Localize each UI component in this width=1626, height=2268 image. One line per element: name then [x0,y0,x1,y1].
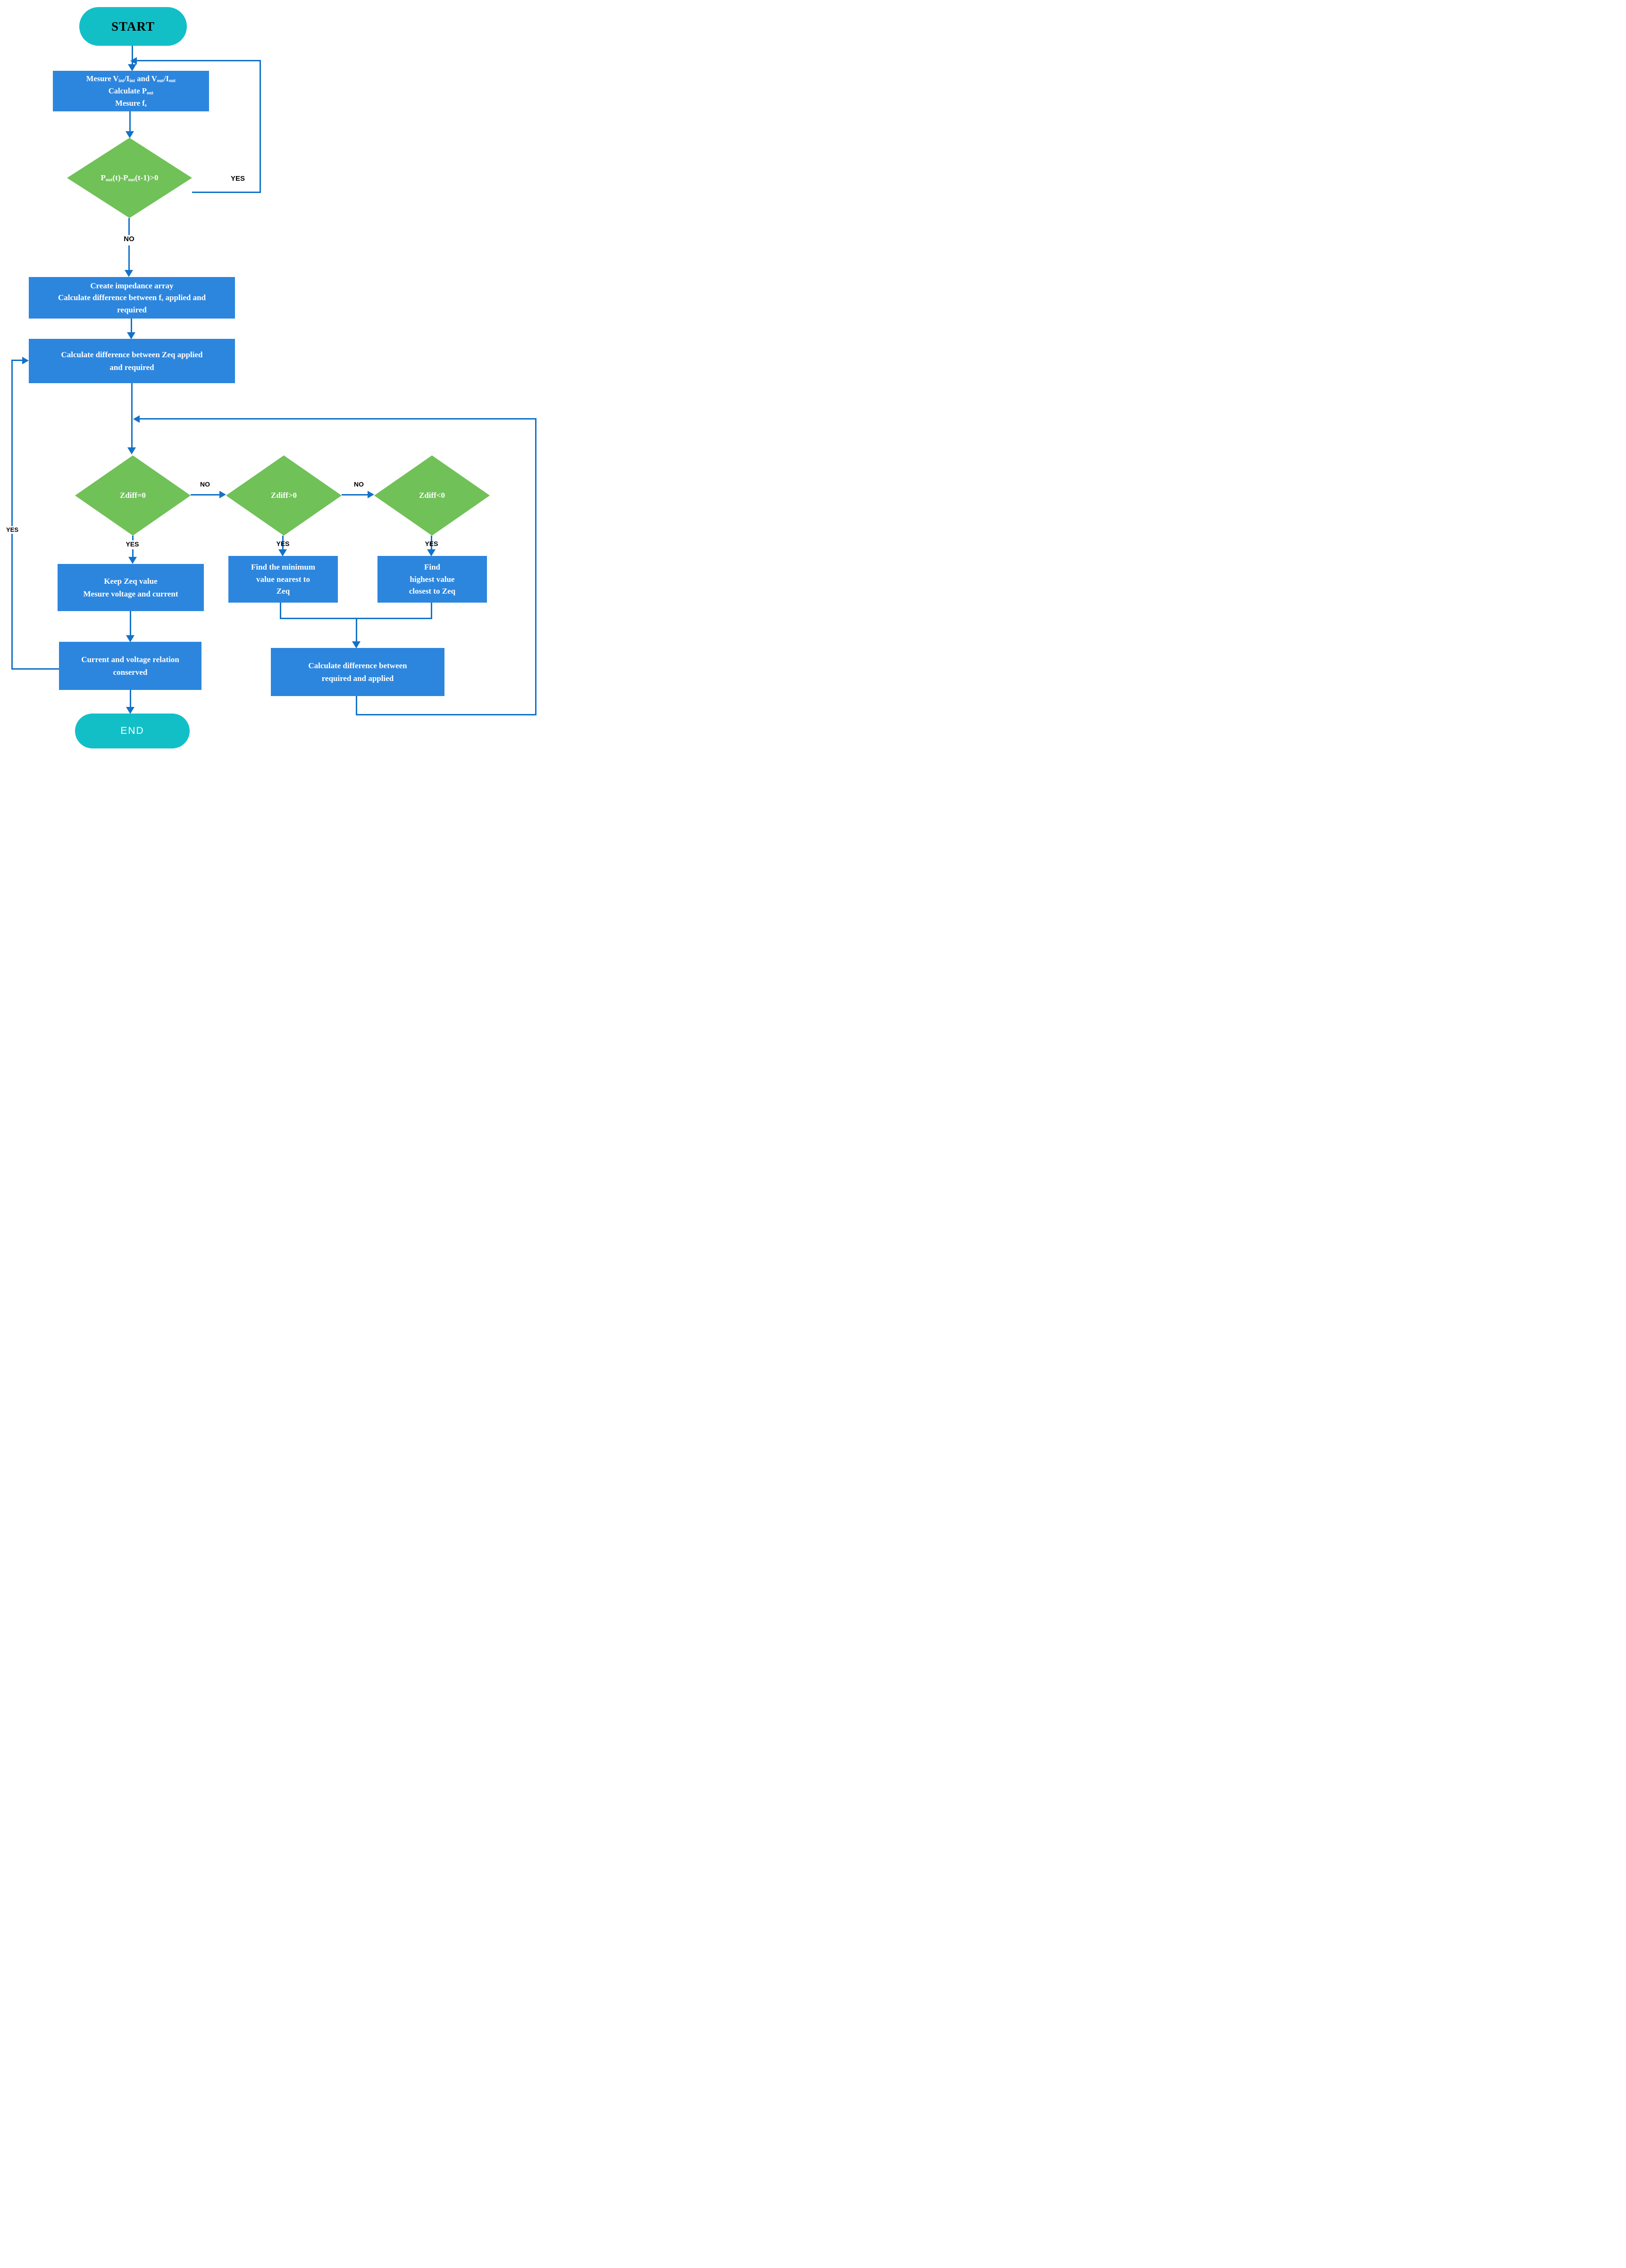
edge-reqapplied-loop-line [356,696,357,715]
edge-power-no-line-lower [128,245,130,270]
edge-conserved-yes-bottom-line [11,668,59,670]
measure-line-1: Mesure Vint/Iint and Vout/Iout [86,74,176,84]
find-minimum-line-2: value nearest to [256,574,310,584]
find-highest-process-box: Find highest value closest to Zeq [377,556,487,603]
edge-return-loop-bottom-line [356,714,536,715]
zdiff-positive-decision-diamond: Zdiff>0 [226,455,342,536]
edge-power-yes-bottom-line [192,192,261,193]
edge-conserved-yes-left-line [11,360,13,670]
flowchart-canvas: YES NO NO NO YES YES YES YES START Mesur… [0,0,542,756]
zdiff-negative-label: Zdiff<0 [419,491,445,500]
impedance-array-line-2: Calculate difference between fs applied … [58,293,206,303]
edge-power-no-line-upper [128,218,130,235]
edge-conserved-yes-arrowhead-icon [22,357,29,364]
edge-power-yes-right-line [260,60,261,193]
zdiff-negative-decision-diamond: Zdiff<0 [374,455,490,536]
relation-conserved-process-box: Current and voltage relation conserved [59,642,201,690]
edge-findmin-merge-line [280,603,281,619]
find-minimum-line-3: Zeq [276,587,290,596]
zdiff-zero-decision-diamond: Zdiff=0 [75,455,191,536]
edge-measure-power-arrowhead-icon [126,131,134,138]
zdiff-zero-label: Zdiff=0 [119,491,146,500]
zeq-difference-line-2: and required [109,363,154,372]
edge-array-zeqdiff-line [131,319,132,333]
edge-zdiffzero-yes-arrowhead-icon [128,557,137,564]
keep-zeq-process-box: Keep Zeq value Mesure voltage and curren… [58,564,204,611]
edge-zdiffnegative-yes-line [431,536,432,550]
find-minimum-process-box: Find the minimum value nearest to Zeq [228,556,338,603]
zdiff-zero-no-label: NO [200,480,210,488]
find-highest-line-1: Find [424,563,441,572]
edge-measure-power-line [129,111,131,132]
edge-array-zeqdiff-arrowhead-icon [127,332,135,339]
edge-return-loop-right-line [535,418,536,715]
start-label: START [111,19,155,34]
find-highest-line-3: closest to Zeq [409,587,456,596]
required-applied-line-1: Calculate difference between [308,661,407,670]
zdiff-negative-yes-label: YES [425,540,438,547]
edge-merge-reqapplied-line [356,618,357,642]
edge-power-yes-arrowhead-icon [130,57,137,65]
edge-conserved-yes-top-line [12,360,22,361]
edge-zdiffnegative-yes-arrowhead-icon [427,549,436,556]
edge-conserved-end-line [130,690,131,708]
edge-zdiffzero-no-line [191,494,219,496]
keep-zeq-line-2: Mesure voltage and current [83,589,178,598]
required-applied-difference-process-box: Calculate difference between required an… [271,648,444,696]
measure-line-3: Mesure fs [115,98,147,108]
relation-conserved-line-2: conserved [113,668,148,677]
edge-start-measure-arrowhead-icon [128,64,136,71]
edge-start-measure-line [132,46,133,66]
start-terminal: START [79,7,187,46]
end-terminal: END [75,714,190,748]
impedance-array-line-3: required [117,305,147,314]
edge-zdiffzero-no-arrowhead-icon [219,491,226,498]
find-minimum-line-1: Find the minimum [251,563,316,572]
zeq-difference-process-box: Calculate difference between Zeq applied… [29,339,235,383]
required-applied-line-2: required and applied [321,674,394,683]
relation-conserved-line-1: Current and voltage relation [81,655,179,664]
measure-process-box: Mesure Vint/Iint and Vout/Iout Calculate… [53,71,209,111]
impedance-array-line-1: Create impedance array [90,281,174,290]
edge-return-loop-arrowhead-icon [133,415,140,423]
power-no-label: NO [118,235,140,244]
measure-line-2: Calculate Pout [108,86,154,96]
edge-merge-reqapplied-arrowhead-icon [352,641,360,648]
edge-keepzeq-conserved-line [130,611,131,636]
edge-zdiffzero-yes-line-upper [132,536,134,541]
edge-keepzeq-conserved-arrowhead-icon [126,635,134,642]
edge-return-loop-top-line [140,418,536,420]
zdiff-zero-yes-label: YES [122,540,143,548]
edge-zeqdiff-zdiffzero-line [131,383,133,448]
edge-power-yes-top-line [137,60,261,61]
end-label: END [120,725,144,736]
keep-zeq-line-1: Keep Zeq value [104,576,158,586]
edge-zeqdiff-zdiffzero-arrowhead-icon [127,447,136,454]
zeq-difference-line-1: Calculate difference between Zeq applied [61,350,203,359]
edge-findhigh-merge-line [431,603,432,619]
zdiff-positive-no-label: NO [354,480,364,488]
edge-zdiffpositive-no-line [342,494,368,496]
edge-zdiffzero-yes-line-lower [132,549,134,558]
zdiff-positive-yes-label: YES [276,540,290,547]
impedance-array-process-box: Create impedance array Calculate differe… [29,277,235,319]
edge-zdiffpositive-no-arrowhead-icon [368,491,374,498]
edge-zdiffpositive-yes-line [282,536,284,550]
edge-zdiffpositive-yes-arrowhead-icon [278,549,287,556]
zdiff-positive-label: Zdiff>0 [270,491,297,500]
edge-conserved-end-arrowhead-icon [126,707,134,714]
power-yes-label: YES [230,175,245,183]
power-increase-decision-diamond: Pout(t)-Pout(t-1)>0 [67,138,192,218]
power-increase-label: Pout(t)-Pout(t-1)>0 [101,173,159,183]
conserved-yes-label: YES [3,526,21,534]
edge-power-no-arrowhead-icon [125,270,133,277]
find-highest-line-2: highest value [410,574,455,584]
